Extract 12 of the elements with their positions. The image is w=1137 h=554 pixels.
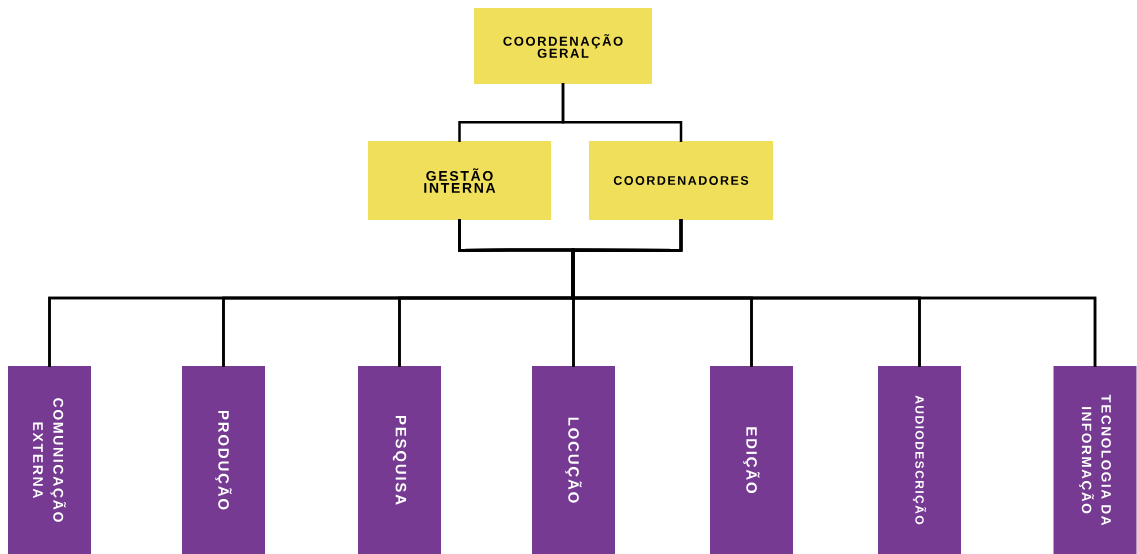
department-box: TECNOLOGIA DA INFORMAÇÃO (1053, 366, 1137, 554)
department-box: EDIÇÃO (710, 366, 793, 554)
org-box: COORDENADORES (589, 141, 773, 220)
org-box: COORDENAÇÃO GERAL (474, 8, 652, 84)
department-box: PRODUÇÃO (182, 366, 265, 554)
connector-line (561, 82, 683, 143)
department-box: COMUNICAÇÃO EXTERNA (8, 366, 91, 554)
department-box: PESQUISA (358, 366, 441, 554)
org-box: GESTÃO INTERNA (368, 141, 551, 220)
connector-line (571, 218, 1097, 368)
department-box: AUDIODESCRIÇÃO (878, 366, 961, 554)
department-box: LOCUÇÃO (532, 366, 615, 554)
